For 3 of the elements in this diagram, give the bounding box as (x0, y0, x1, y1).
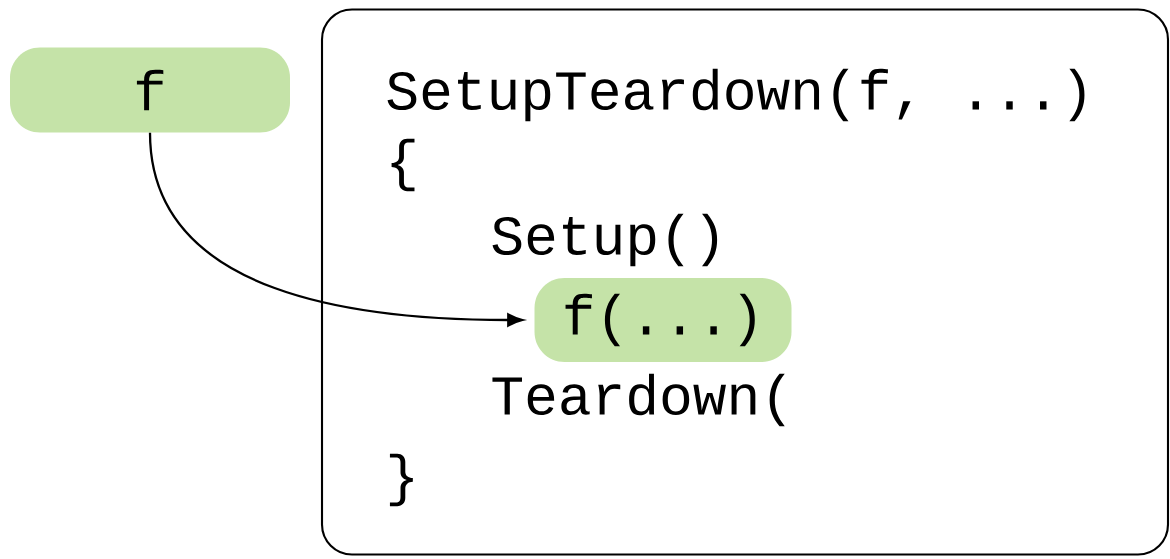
arrow (148, 132, 524, 327)
code-pill: f(...) (534, 278, 792, 362)
code-pill: f (10, 47, 290, 133)
